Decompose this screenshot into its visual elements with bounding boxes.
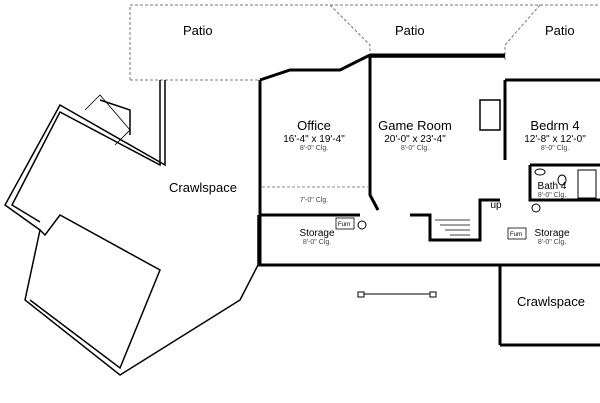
bedroom4-size: 12'-8" x 12'-0" bbox=[524, 134, 586, 145]
water-heater-icon bbox=[531, 203, 541, 213]
crawlspace-right-label: Crawlspace bbox=[517, 294, 585, 309]
patio-outline bbox=[129, 4, 600, 81]
water-heater-icon bbox=[357, 220, 367, 230]
office-ceiling-low: 7'-0" Clg. bbox=[300, 197, 328, 204]
bathtub bbox=[577, 169, 597, 199]
office-ceiling: 8'-0" Clg. bbox=[300, 145, 328, 152]
exterior-stairs bbox=[84, 94, 131, 146]
storage-left-label: Storage bbox=[299, 228, 334, 239]
patio-left-label: Patio bbox=[183, 23, 213, 38]
bedroom4-label: Bedrm 4 bbox=[530, 118, 579, 133]
office-label: Office bbox=[297, 118, 331, 133]
toilet-icon bbox=[557, 174, 567, 186]
stairs bbox=[435, 219, 470, 236]
storage-right-label: Storage bbox=[534, 228, 569, 239]
furnace-box-right bbox=[507, 227, 527, 240]
game-room-top-wall bbox=[370, 56, 505, 131]
crawlspace-left-outline bbox=[4, 80, 259, 376]
game-room-size: 20'-0" x 23'-4" bbox=[384, 134, 446, 145]
furnace-left-label: Furn bbox=[338, 222, 350, 228]
walls bbox=[258, 53, 600, 347]
storage-right-ceiling: 8'-0" Clg. bbox=[538, 239, 566, 246]
bath4-label: Bath 4 bbox=[538, 181, 567, 192]
storage-left-ceiling: 8'-0" Clg. bbox=[303, 239, 331, 246]
crawlspace-left-label: Crawlspace bbox=[169, 180, 237, 195]
patio-right-label: Patio bbox=[545, 23, 575, 38]
patio-center-label: Patio bbox=[395, 23, 425, 38]
office-size: 16'-4" x 19'-4" bbox=[283, 134, 345, 145]
deck-posts bbox=[357, 291, 437, 298]
furnace-box-left bbox=[335, 217, 355, 230]
game-room-ceiling: 8'-0" Clg. bbox=[401, 145, 429, 152]
furnace-right-label: Furn bbox=[510, 232, 522, 238]
bath4-ceiling: 8'-0" Clg. bbox=[538, 192, 566, 199]
game-room-label: Game Room bbox=[378, 118, 452, 133]
stairs-up-label: up bbox=[490, 200, 502, 211]
bedroom4-ceiling: 8'-0" Clg. bbox=[541, 145, 569, 152]
sink-icon bbox=[534, 168, 546, 176]
